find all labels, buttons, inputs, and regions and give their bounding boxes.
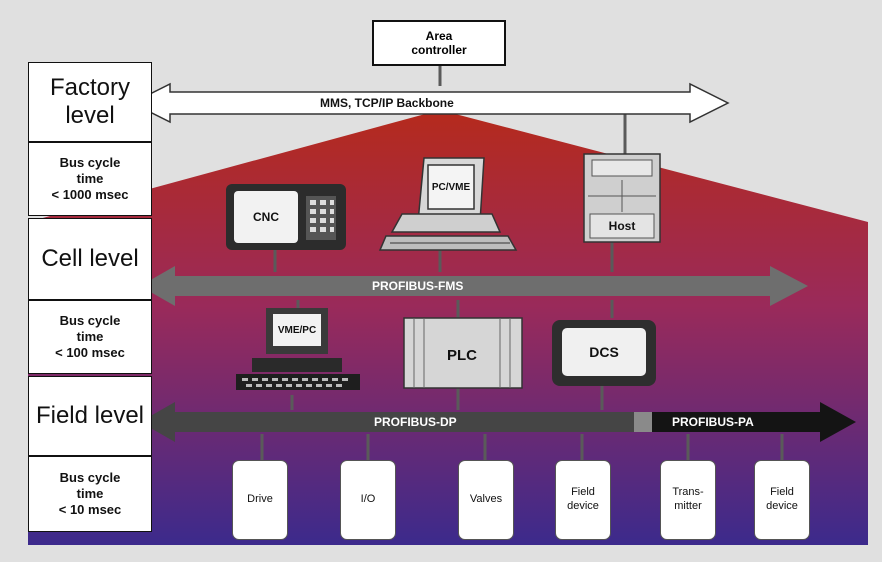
field-device-transmitter: Trans- mitter <box>660 460 716 540</box>
fms-bus-label: PROFIBUS-FMS <box>372 279 464 293</box>
dp-bus-label: PROFIBUS-DP <box>374 415 457 429</box>
level-cell-name: Cell level <box>28 218 152 300</box>
field-device-field-1: Field device <box>555 460 611 540</box>
level-factory-name: Factory level <box>28 62 152 142</box>
cnc-device <box>226 184 346 250</box>
backbone-label: MMS, TCP/IP Backbone <box>320 96 454 110</box>
level-field-name: Field level <box>28 376 152 456</box>
pa-bus-arrow <box>634 402 856 442</box>
dcs-label: DCS <box>589 344 619 360</box>
fms-bus-arrow <box>140 266 808 306</box>
field-device-valves: Valves <box>458 460 514 540</box>
cnc-label: CNC <box>253 210 279 224</box>
area-controller-box: Area controller <box>372 20 506 66</box>
level-cell-cycle: Bus cycle time < 100 msec <box>28 300 152 374</box>
vme-pc-device <box>236 308 360 390</box>
pc-vme-device <box>378 157 518 251</box>
host-device <box>583 153 661 243</box>
level-field-cycle: Bus cycle time < 10 msec <box>28 456 152 532</box>
pc-vme-label: PC/VME <box>431 181 471 193</box>
field-device-io: I/O <box>340 460 396 540</box>
field-device-field-2: Field device <box>754 460 810 540</box>
pa-bus-label: PROFIBUS-PA <box>672 415 754 429</box>
field-device-drive: Drive <box>232 460 288 540</box>
host-label: Host <box>608 219 636 233</box>
vme-pc-label: VME/PC <box>277 324 317 336</box>
plc-label: PLC <box>447 346 477 364</box>
dcs-device <box>552 320 656 386</box>
plc-device <box>403 317 523 389</box>
backbone-arrow <box>130 82 730 124</box>
dp-bus-arrow <box>140 402 634 442</box>
level-factory-cycle: Bus cycle time < 1000 msec <box>28 142 152 216</box>
